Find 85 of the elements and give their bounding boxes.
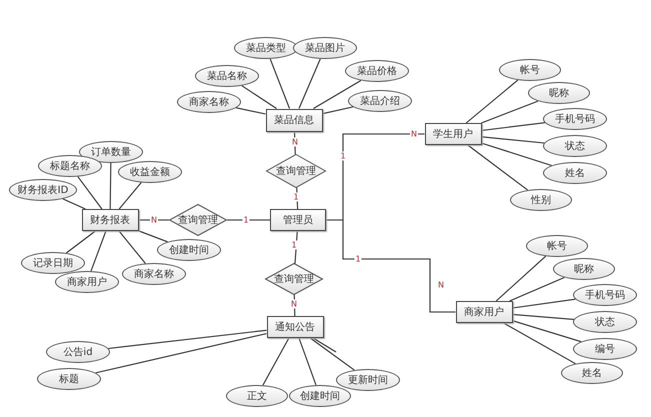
- connector-line: [466, 80, 518, 124]
- attribute-ellipse: 帐号: [526, 235, 588, 257]
- attribute-ellipse: 收益金额: [118, 161, 182, 183]
- cardinality-label: N: [291, 138, 299, 146]
- connector-line: [481, 136, 544, 144]
- connector-line: [110, 163, 112, 209]
- attribute-ellipse: 性别: [510, 189, 572, 211]
- cardinality-label: N: [410, 130, 418, 138]
- attribute-ellipse: 姓名: [543, 162, 607, 184]
- entity-box: 菜品信息: [266, 108, 322, 132]
- entity-box: 管理员: [270, 209, 326, 231]
- attribute-ellipse: 编号: [573, 338, 637, 360]
- connector-line: [509, 277, 565, 302]
- connector-line: [467, 144, 528, 191]
- connector-line: [512, 314, 574, 320]
- entity-box: 财务报表: [82, 209, 138, 231]
- attribute-ellipse: 菜品价格: [345, 60, 409, 82]
- attribute-ellipse: 状态: [543, 135, 607, 157]
- cardinality-label: 1: [290, 240, 298, 250]
- attribute-ellipse: 菜品类型: [234, 37, 298, 59]
- attribute-ellipse: 菜品名称: [195, 65, 259, 87]
- connector-line: [298, 338, 317, 386]
- connector-line: [481, 122, 545, 132]
- connector-line: [118, 230, 146, 264]
- connector-line: [242, 85, 277, 109]
- cardinality-label: 1: [242, 216, 250, 224]
- connector-line: [326, 219, 456, 313]
- connector-line: [236, 107, 266, 115]
- cardinality-label: N: [437, 280, 445, 290]
- connector-line: [512, 320, 582, 342]
- cardinality-label: N: [290, 300, 298, 308]
- attribute-ellipse: 状态: [573, 311, 637, 333]
- relationship-diamond: 查询管理: [265, 263, 323, 295]
- connector-line: [496, 256, 546, 302]
- attribute-ellipse: 更新时间: [336, 369, 400, 391]
- attribute-ellipse: 公告id: [46, 341, 110, 363]
- connector-line: [312, 338, 336, 352]
- attribute-ellipse: 创建时间: [157, 239, 221, 261]
- attribute-ellipse: 标题名称: [38, 155, 102, 177]
- connector-line: [118, 182, 142, 210]
- attribute-ellipse: 昵称: [528, 82, 590, 104]
- entity-box: 学生用户: [424, 123, 482, 145]
- attribute-ellipse: 菜品图片: [293, 37, 357, 59]
- connector-line: [481, 142, 552, 166]
- relationship-diamond: 查询管理: [266, 154, 326, 188]
- connector-line: [270, 58, 290, 109]
- attribute-ellipse: 正文: [226, 385, 288, 407]
- connector-line: [322, 106, 354, 114]
- connector-line: [481, 100, 538, 124]
- connector-line: [512, 298, 576, 309]
- cardinality-label: 1: [339, 152, 347, 160]
- attribute-ellipse: 记录日期: [21, 252, 85, 274]
- cardinality-label: N: [150, 216, 158, 224]
- connector-line: [108, 330, 267, 350]
- cardinality-label: 1: [292, 192, 300, 202]
- attribute-ellipse: 财务报表ID: [9, 179, 77, 201]
- attribute-ellipse: 商家名称: [122, 263, 186, 285]
- connector-line: [77, 176, 102, 210]
- entity-box: 通知公告: [266, 316, 324, 338]
- attribute-ellipse: 标题: [37, 368, 101, 390]
- connector-line: [66, 230, 96, 254]
- connector-line: [296, 188, 298, 210]
- cardinality-label: 1: [354, 254, 362, 264]
- connector-line: [62, 198, 86, 210]
- connector-line: [313, 80, 362, 109]
- attribute-ellipse: 商家名称: [177, 91, 241, 113]
- connector-line: [90, 230, 106, 272]
- connector-line: [294, 230, 298, 264]
- connector-line: [310, 338, 355, 371]
- attribute-ellipse: 手机号码: [573, 284, 637, 306]
- attribute-ellipse: 商家用户: [55, 271, 119, 293]
- connector-line: [298, 58, 321, 109]
- connector-line: [227, 219, 270, 221]
- attribute-ellipse: 姓名: [561, 362, 623, 384]
- connector-line: [262, 338, 290, 386]
- attribute-ellipse: 菜品介绍: [348, 90, 412, 112]
- connector-line: [138, 230, 168, 242]
- attribute-ellipse: 创建时间: [289, 385, 351, 407]
- attribute-ellipse: 手机号码: [543, 108, 607, 130]
- relationship-diamond: 查询管理: [169, 204, 227, 236]
- entity-box: 商家用户: [456, 301, 512, 323]
- connector-line: [503, 322, 576, 364]
- attribute-ellipse: 昵称: [553, 258, 615, 280]
- connector-line: [95, 333, 267, 374]
- attribute-ellipse: 帐号: [499, 59, 561, 81]
